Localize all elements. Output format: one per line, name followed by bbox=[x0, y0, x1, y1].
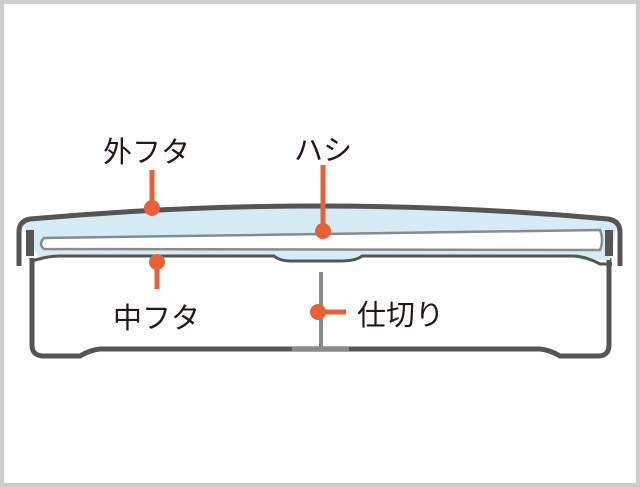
pointers bbox=[144, 165, 346, 320]
outer-lid bbox=[16, 203, 623, 266]
lid-clip-right bbox=[605, 230, 613, 256]
label-inner-lid: 中フタ bbox=[113, 301, 200, 335]
pointer-dot-chopsticks bbox=[315, 223, 331, 239]
lid-clip-left bbox=[26, 230, 34, 256]
pointer-dot-outer-lid bbox=[144, 200, 160, 216]
inner-lid bbox=[29, 254, 612, 266]
label-outer-lid: 外フタ bbox=[103, 135, 190, 169]
pointer-dot-divider bbox=[310, 304, 326, 320]
chopsticks bbox=[39, 228, 604, 252]
label-chopsticks: ハシ bbox=[294, 133, 352, 167]
label-divider: 仕切り bbox=[357, 298, 444, 332]
pointer-dot-inner-lid bbox=[149, 254, 165, 270]
